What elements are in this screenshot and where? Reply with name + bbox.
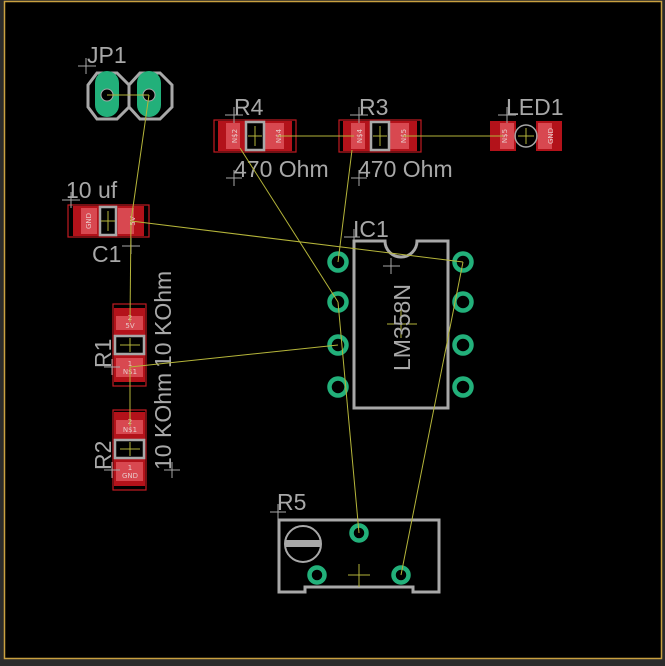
r3-pad-2-hi (390, 123, 409, 149)
ic1-pin-3[interactable] (327, 334, 349, 356)
r5-label: R5 (277, 489, 306, 515)
r4-pin1-net: N$2 (231, 129, 239, 143)
r5-pin-1[interactable] (307, 565, 327, 585)
r5-pin-wiper[interactable] (349, 523, 369, 543)
component-r3[interactable]: N$4 N$5 R3 470 Ohm (338, 94, 453, 186)
ic1-pin-2[interactable] (327, 291, 349, 313)
c1-body (98, 205, 118, 237)
r2-pin1-num: 1 (128, 464, 132, 472)
r3-body (369, 120, 391, 152)
c1-pin2-net: GND (85, 213, 93, 229)
component-r5[interactable]: R5 (270, 489, 441, 594)
c1-pad-1-hi (118, 208, 134, 234)
r5-pin-3[interactable] (391, 565, 411, 585)
c1-edge-left (70, 206, 73, 236)
component-c1[interactable]: GND 5V 10 uf C1 (62, 177, 150, 267)
r3-value: 470 Ohm (358, 156, 453, 182)
ic1-body (352, 239, 450, 410)
ic1-pin-4[interactable] (327, 376, 349, 398)
led1-pin-a-net: N$5 (501, 129, 509, 143)
ic1-pin-7[interactable] (452, 291, 474, 313)
r1-label: R1 (90, 339, 116, 368)
r1-pin1-num: 1 (128, 360, 132, 368)
ic1-label: IC1 (353, 216, 389, 242)
r2-pin1-net: GND (122, 472, 138, 480)
led1-label: LED1 (506, 94, 564, 120)
r4-label: R4 (234, 94, 264, 120)
jp1-label: JP1 (87, 42, 127, 68)
airwire-jp1-c1 (130, 94, 150, 222)
board-outline (3, 0, 663, 660)
ic1-pin-1[interactable] (327, 251, 349, 273)
r2-pad-2-hi (116, 420, 143, 434)
r3-label: R3 (359, 94, 388, 120)
airwire-r1-ic1-pin3 (129, 344, 339, 368)
r1-pad-2-hi (116, 316, 143, 330)
r5-adjust-screw (284, 525, 322, 563)
r2-value: 10 KOhm (150, 373, 176, 470)
r1-body (113, 334, 146, 356)
ic1-pin-5[interactable] (452, 376, 474, 398)
ratsnest (107, 94, 503, 576)
c1-outline (67, 204, 150, 238)
led1-pin-c-net: GND (547, 128, 555, 144)
r5-body (277, 518, 441, 594)
led1-body (514, 124, 538, 148)
r2-body (113, 438, 146, 460)
airwire-r3-ic1-pin1 (337, 149, 353, 263)
r4-pad-1-hi (226, 123, 240, 149)
airwire-c1-r1 (129, 220, 132, 323)
jp1-silk-right (127, 71, 174, 121)
c1-label: C1 (92, 241, 121, 267)
component-jp1[interactable]: JP1 (78, 42, 174, 121)
airwire-r4-ic1-pin2 (239, 147, 339, 303)
airwire-c1-ic1-pin8 (130, 220, 464, 263)
ic1-pin-8[interactable] (452, 251, 474, 273)
component-ic1[interactable]: IC1 LM358N (327, 216, 474, 410)
r1-pin2-net: 5V (125, 322, 134, 330)
led1-pad-a-hi (500, 123, 514, 149)
c1-value: 10 uf (66, 177, 118, 203)
r3-pad-1-hi (351, 123, 365, 149)
r4-value: 470 Ohm (234, 156, 329, 182)
ic1-pin-6[interactable] (452, 334, 474, 356)
r1-value: 10 KOhm (150, 271, 176, 368)
r3-pin1-net: N$4 (356, 128, 364, 143)
c1-edge-right (144, 206, 147, 236)
r2-pin2-net: N$1 (123, 426, 137, 434)
ic1-value: LM358N (389, 284, 415, 371)
airwire-ic1-r5-wiper (337, 301, 360, 534)
r4-pad-2-hi (265, 123, 284, 149)
led1-pad-c-hi (538, 123, 552, 149)
r4-body (244, 120, 266, 152)
jp1-silk-left (86, 71, 131, 121)
r2-label: R2 (90, 441, 116, 470)
r5-screw-slot (286, 540, 320, 547)
airwire-ic1-r5-pin3 (400, 261, 464, 576)
c1-pad-2-hi (81, 208, 97, 234)
r2-pad-1-hi (116, 462, 143, 481)
